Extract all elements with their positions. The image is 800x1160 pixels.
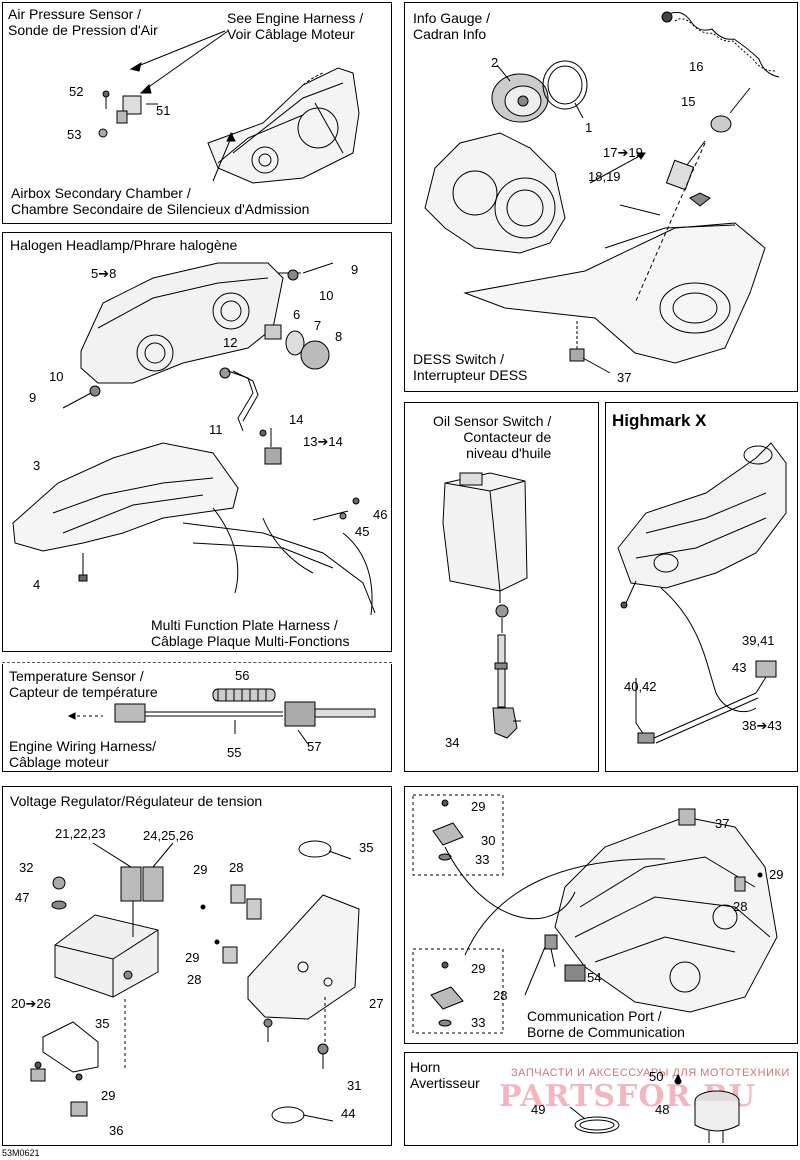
temperature-drawing — [67, 688, 376, 745]
callout-24-25-26: 24,25,26 — [143, 828, 194, 843]
callout-6: 6 — [293, 307, 301, 322]
panel-highmark: Highmark X 39,41 43 40,42 38➔43 — [605, 402, 798, 772]
callout-29-a: 29 — [193, 862, 208, 877]
callout-55: 55 — [227, 745, 242, 760]
callout-34: 34 — [445, 735, 460, 750]
info-gauge-title: Info Gauge / Cadran Info — [413, 10, 491, 42]
callout-3: 3 — [33, 458, 41, 473]
callout-16: 16 — [689, 59, 704, 74]
callout-28-cp-b: 28 — [493, 988, 508, 1003]
callout-8: 8 — [335, 329, 343, 344]
mf-plate-harness-label: Multi Function Plate Harness / Câblage P… — [151, 617, 350, 649]
callout-50: 50 — [649, 1069, 664, 1084]
callout-21-22-23: 21,22,23 — [55, 826, 106, 841]
callout-13-14: 13➔14 — [303, 434, 343, 449]
callout-18-19: 18,19 — [588, 169, 621, 184]
headlamp-title: Halogen Headlamp/Phrare halogène — [10, 237, 238, 253]
callout-35-lower: 35 — [95, 1016, 110, 1031]
watermark-text: ЗАПЧАСТИ И АКСЕССУАРЫ ДЛЯ МОТОТЕХНИКИ — [511, 1067, 790, 1079]
callout-51: 51 — [156, 103, 171, 118]
horn-title: Horn Avertisseur — [410, 1059, 480, 1091]
callout-32: 32 — [19, 860, 34, 875]
callout-48: 48 — [655, 1102, 670, 1117]
callout-17-19: 17➔19 — [603, 145, 643, 160]
panel-temperature: Temperature Sensor / Capteur de températ… — [2, 664, 392, 772]
dess-switch-label: DESS Switch / Interrupteur DESS — [413, 351, 528, 383]
callout-40-42: 40,42 — [624, 679, 657, 694]
callout-14: 14 — [289, 412, 304, 427]
callout-57: 57 — [307, 739, 322, 754]
callout-29-cp-a: 29 — [471, 799, 486, 814]
callout-43: 43 — [732, 660, 747, 675]
callout-1: 1 — [585, 120, 593, 135]
engine-harness-ref: See Engine Harness / Voir Câblage Moteur — [227, 10, 364, 42]
callout-4: 4 — [33, 577, 41, 592]
callout-12: 12 — [223, 335, 238, 350]
callout-49: 49 — [531, 1102, 546, 1117]
engine-wiring-harness-label: Engine Wiring Harness/ Câblage moteur — [9, 738, 157, 770]
callout-31: 31 — [347, 1078, 362, 1093]
callout-52: 52 — [69, 84, 84, 99]
panel-headlamp: Halogen Headlamp/Phrare halogène — [2, 232, 392, 652]
callout-33-b: 33 — [471, 1015, 486, 1030]
callout-7: 7 — [314, 318, 322, 333]
oil-sensor-drawing — [442, 472, 528, 739]
callout-47: 47 — [15, 890, 30, 905]
callout-46: 46 — [373, 507, 388, 522]
callout-45: 45 — [355, 524, 370, 539]
callout-28-a: 28 — [229, 860, 244, 875]
callout-33-a: 33 — [475, 852, 490, 867]
callout-9-top: 9 — [351, 262, 359, 277]
temperature-title: Temperature Sensor / Capteur de températ… — [9, 668, 158, 700]
callout-9-lower: 9 — [29, 390, 37, 405]
headlamp-drawing — [12, 262, 376, 616]
callout-56: 56 — [235, 668, 250, 683]
comm-port-drawing — [412, 794, 778, 1034]
callout-29-cp-c: 29 — [471, 961, 486, 976]
panel-air-pressure: Air Pressure Sensor / Sonde de Pression … — [2, 2, 392, 224]
callout-15: 15 — [681, 94, 696, 109]
panel-info-gauge: Info Gauge / Cadran Info — [404, 2, 798, 392]
callout-29-b: 29 — [185, 950, 200, 965]
callout-28-cp-a: 28 — [733, 899, 748, 914]
air-pressure-title: Air Pressure Sensor / Sonde de Pression … — [8, 6, 158, 38]
panel-oil-sensor: Oil Sensor Switch / Contacteur de niveau… — [404, 402, 599, 772]
voltage-drawing — [30, 840, 360, 1124]
temperature-divider — [2, 662, 392, 663]
callout-37-cp: 37 — [715, 816, 730, 831]
callout-2: 2 — [491, 55, 499, 70]
info-gauge-drawing — [424, 11, 780, 374]
callout-39-41: 39,41 — [742, 633, 775, 648]
callout-54: 54 — [587, 970, 602, 985]
callout-28-b: 28 — [187, 972, 202, 987]
callout-36: 36 — [109, 1123, 124, 1138]
panel-voltage: Voltage Regulator/Régulateur de tension — [2, 786, 392, 1146]
callout-44: 44 — [341, 1106, 356, 1121]
callout-37-dess: 37 — [617, 370, 632, 385]
air-pressure-drawing — [98, 30, 360, 184]
callout-5-8: 5➔8 — [91, 266, 117, 281]
callout-29-c: 29 — [101, 1088, 116, 1103]
callout-11: 11 — [209, 422, 223, 437]
callout-30: 30 — [481, 833, 496, 848]
callout-27: 27 — [369, 996, 384, 1011]
panel-horn: Horn Avertisseur ЗАПЧАСТИ И АКСЕССУАРЫ Д… — [404, 1052, 798, 1146]
callout-10-top: 10 — [319, 288, 334, 303]
callout-29-cp-b: 29 — [769, 867, 784, 882]
callout-38-43: 38➔43 — [742, 718, 782, 733]
horn-drawing — [569, 1073, 740, 1143]
comm-port-title: Communication Port / Borne de Communicat… — [527, 1008, 685, 1040]
callout-53: 53 — [67, 127, 82, 142]
airbox-chamber-label: Airbox Secondary Chamber / Chambre Secon… — [11, 185, 310, 217]
voltage-title: Voltage Regulator/Régulateur de tension — [10, 793, 263, 809]
callout-10-lower: 10 — [49, 369, 64, 384]
callout-35-top: 35 — [359, 840, 374, 855]
oil-sensor-title: Oil Sensor Switch / Contacteur de niveau… — [433, 413, 552, 461]
figure-code: 53M0621 — [2, 1148, 40, 1158]
highmark-drawing — [617, 442, 787, 744]
callout-20-26: 20➔26 — [11, 996, 51, 1011]
panel-comm-port: 29 30 33 37 29 28 29 28 54 33 Communicat… — [404, 786, 798, 1044]
highmark-title: Highmark X — [612, 411, 707, 430]
